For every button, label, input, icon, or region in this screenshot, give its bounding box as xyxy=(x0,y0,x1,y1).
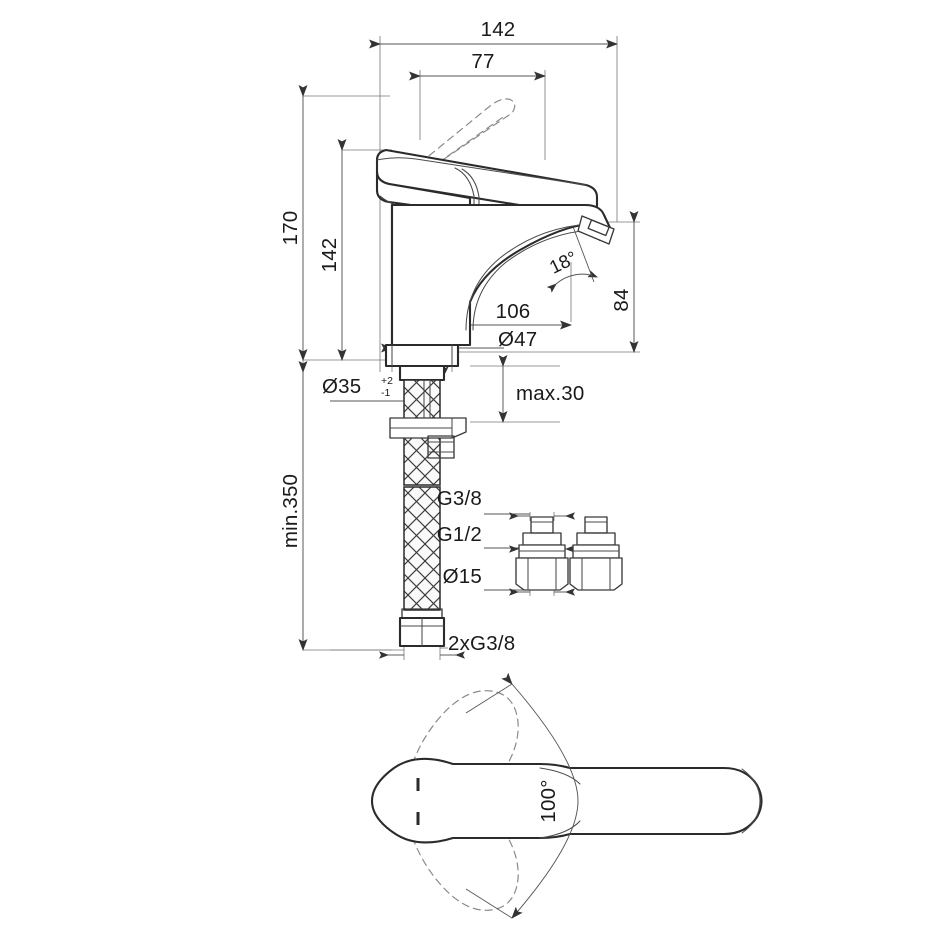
connector-fitting-left xyxy=(515,516,569,591)
fittings-detail-view: G3/8 G1/2 Ø15 xyxy=(437,487,623,596)
elevation-view: 142 77 170 142 min.350 xyxy=(279,18,640,660)
plan-view: 100° xyxy=(370,672,763,919)
dimension-overall-width: 142 xyxy=(369,18,618,49)
dimension-label-84: 84 xyxy=(610,288,633,311)
fitting-a-hexnut xyxy=(515,557,569,591)
connector-fitting-right xyxy=(569,516,623,591)
dimension-label-142: 142 xyxy=(481,18,516,41)
mixer-body-and-spout xyxy=(390,203,614,347)
dimension-hose-thread: 2xG3/8 xyxy=(330,632,515,659)
label-g38: G3/8 xyxy=(437,487,482,510)
dimension-lever-reach: 77 xyxy=(409,50,546,81)
fitting-b-nipple xyxy=(584,516,608,534)
hose-braid-lower xyxy=(403,486,441,611)
fittings-labels: G3/8 G1/2 Ø15 xyxy=(437,487,533,591)
swivel-arc xyxy=(501,672,579,919)
dimension-hose-length: min.350 xyxy=(279,361,308,651)
tolerance-lower: -1 xyxy=(381,387,390,399)
fixing-nut xyxy=(427,435,455,459)
dimension-label-77: 77 xyxy=(471,50,494,73)
dimension-label-2xg38: 2xG3/8 xyxy=(448,632,515,655)
lever-plan-outline xyxy=(370,757,763,844)
flexible-hose-assembly xyxy=(389,379,467,648)
dimension-label-d35: Ø35 xyxy=(322,375,361,398)
dimension-spout-height: 84 xyxy=(610,211,639,353)
dimension-overall-height: 170 xyxy=(279,85,308,361)
dimension-label-170: 170 xyxy=(279,211,302,246)
fitting-a-nipple xyxy=(530,516,554,534)
label-g12: G1/2 xyxy=(437,523,482,546)
dimension-label-142v: 142 xyxy=(318,238,341,273)
faucet-body xyxy=(375,148,615,382)
dimension-body-height: 142 xyxy=(318,139,347,361)
dimension-label-100deg: 100° xyxy=(537,779,560,822)
fitting-b-hexnut xyxy=(569,557,623,591)
base-collar xyxy=(384,343,460,368)
dimension-label-min350: min.350 xyxy=(279,474,302,548)
tolerance-upper: +2 xyxy=(381,375,393,387)
aerator-insert xyxy=(587,219,610,237)
dimension-label-max30: max.30 xyxy=(516,382,584,405)
dimension-swivel-angle: 100° xyxy=(465,672,579,919)
dimension-max-thickness: max.30 xyxy=(470,355,584,423)
shank-top xyxy=(398,364,446,382)
dimension-label-d47: Ø47 xyxy=(498,328,537,351)
label-d15: Ø15 xyxy=(443,565,482,588)
dimension-label-106: 106 xyxy=(496,300,531,323)
